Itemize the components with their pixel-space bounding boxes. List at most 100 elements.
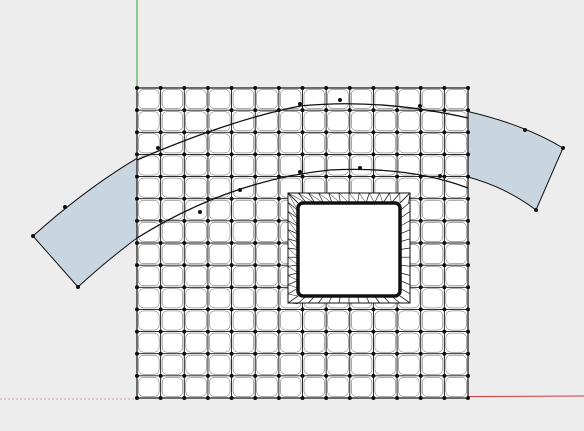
grid-vertex (229, 108, 234, 113)
grid-cell (351, 377, 373, 397)
grid-vertex (135, 396, 139, 400)
grid-cell (185, 266, 207, 287)
grid-vertex (205, 196, 210, 201)
grid-cell (421, 155, 444, 176)
grid-vertex (442, 196, 447, 201)
grid-cell (161, 89, 184, 109)
grid-cell (185, 310, 207, 331)
grid-vertex (442, 174, 447, 179)
grid-vertex (253, 263, 258, 268)
grid-vertex (324, 152, 329, 157)
grid-cell (445, 354, 467, 375)
grid-vertex (395, 152, 400, 157)
grid-cell (209, 244, 231, 264)
grid-vertex (182, 329, 187, 334)
grid-vertex (347, 307, 352, 312)
grid-vertex (135, 218, 139, 223)
grid-cell (138, 111, 160, 132)
grid-cell (209, 222, 231, 242)
grid-vertex (229, 218, 234, 223)
band-vertex (338, 98, 342, 102)
grid-cell (374, 354, 396, 375)
grid-cell (351, 354, 373, 375)
grid-vertex (276, 351, 281, 356)
grid-vertex (371, 130, 376, 135)
grid-cell (209, 155, 231, 176)
grid-cell (256, 89, 278, 109)
grid-cell (374, 133, 396, 154)
grid-vertex (418, 307, 423, 312)
grid-cell (161, 155, 184, 176)
grid-cell (303, 354, 325, 375)
grid-vertex (466, 351, 470, 356)
grid-cell (374, 89, 396, 109)
grid-cell (327, 89, 349, 109)
grid-vertex (324, 174, 329, 179)
grid-vertex (276, 373, 281, 378)
band-vertex (76, 285, 80, 289)
grid-cell (445, 332, 467, 353)
square-opening[interactable] (287, 192, 411, 304)
grid-vertex (158, 86, 163, 90)
band-vertex (418, 104, 422, 108)
grid-vertex (418, 218, 423, 223)
grid-cell (185, 177, 207, 198)
grid-vertex (182, 174, 187, 179)
grid-vertex (300, 396, 305, 400)
grid-cell (445, 222, 467, 242)
grid-cell (327, 377, 349, 397)
grid-vertex (253, 218, 258, 223)
grid-vertex (135, 108, 139, 113)
grid-cell (421, 266, 444, 287)
grid-vertex (442, 108, 447, 113)
grid-vertex (276, 241, 281, 245)
grid-vertex (371, 86, 376, 90)
grid-vertex (182, 108, 187, 113)
grid-vertex (205, 373, 210, 378)
grid-vertex (182, 373, 187, 378)
grid-vertex (135, 196, 139, 201)
grid-vertex (324, 130, 329, 135)
grid-cell (351, 133, 373, 154)
grid-vertex (442, 86, 447, 90)
grid-vertex (253, 307, 258, 312)
grid-cell (303, 111, 325, 132)
grid-cell (185, 111, 207, 132)
grid-cell (351, 89, 373, 109)
grid-cell (445, 89, 467, 109)
grid-vertex (253, 373, 258, 378)
grid-cell (161, 222, 184, 242)
grid-cell (256, 199, 278, 220)
grid-vertex (442, 152, 447, 157)
grid-vertex (253, 329, 258, 334)
grid-vertex (182, 196, 187, 201)
grid-cell (185, 377, 207, 397)
grid-vertex (418, 130, 423, 135)
grid-cell (232, 288, 254, 309)
grid-vertex (158, 130, 163, 135)
grid-vertex (300, 351, 305, 356)
grid-vertex (466, 174, 470, 179)
grid-vertex (300, 373, 305, 378)
grid-vertex (182, 263, 187, 268)
grid-cell (421, 310, 444, 331)
grid-vertex (371, 373, 376, 378)
grid-vertex (371, 307, 376, 312)
grid-cell (445, 288, 467, 309)
grid-vertex (158, 373, 163, 378)
grid-cell (398, 332, 420, 353)
grid-vertex (442, 263, 447, 268)
grid-cell (398, 111, 420, 132)
grid-vertex (276, 196, 281, 201)
grid-vertex (229, 307, 234, 312)
grid-cell (209, 111, 231, 132)
curved-band-edges[interactable] (31, 98, 565, 289)
grid-cell (374, 155, 396, 176)
grid-cell (256, 222, 278, 242)
grid-vertex (182, 285, 187, 290)
grid-cell (209, 288, 231, 309)
grid-vertex (442, 218, 447, 223)
grid-cell (209, 310, 231, 331)
